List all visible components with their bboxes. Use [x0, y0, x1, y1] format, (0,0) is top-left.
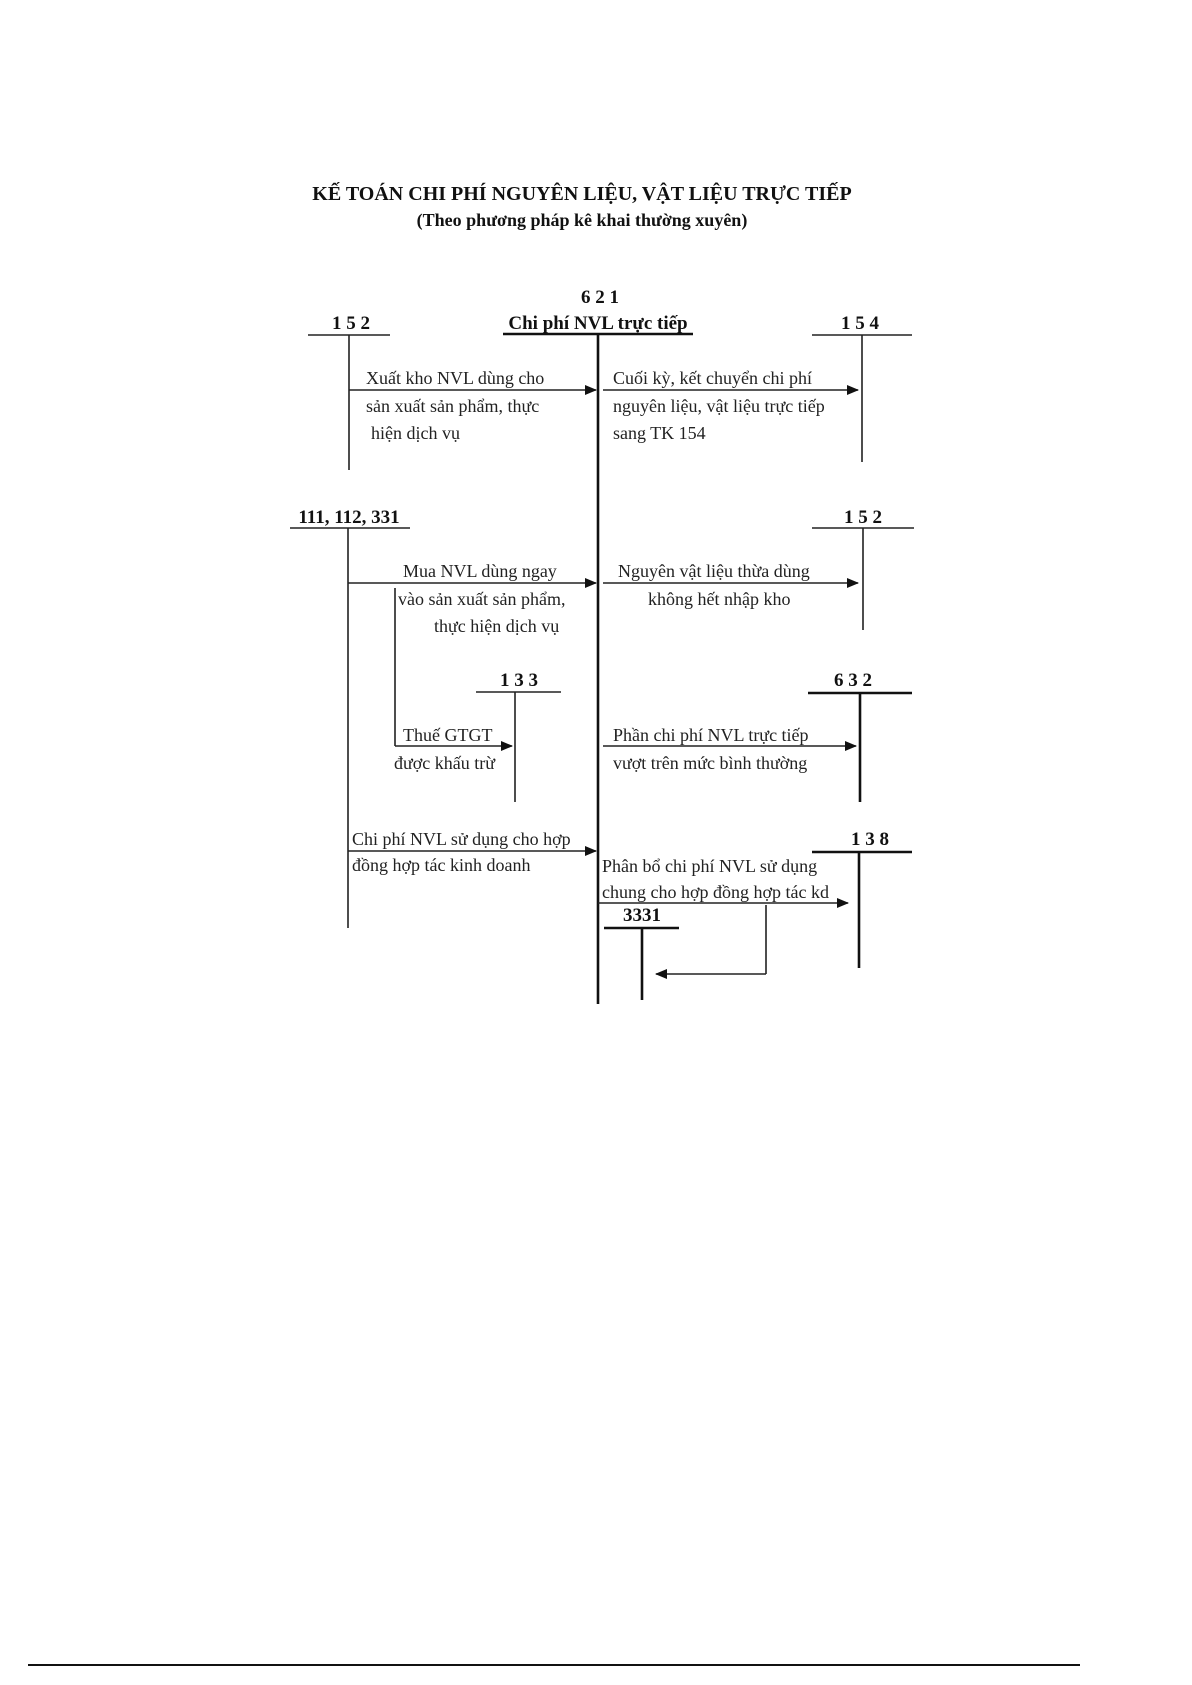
flow-mua-nvl-line1: Mua NVL dùng ngay: [403, 561, 557, 581]
account-621-name: Chi phí NVL trực tiếp: [508, 313, 687, 334]
flow-thua-nhap-kho-line2: không hết nhập kho: [648, 589, 790, 609]
diagram-title: KẾ TOÁN CHI PHÍ NGUYÊN LIỆU, VẬT LIỆU TR…: [312, 181, 851, 205]
flow-vuot-muc-line2: vượt trên mức bình thường: [613, 753, 807, 773]
flow-xuat-kho-line2: sản xuất sản phẩm, thực: [366, 396, 539, 416]
flow-hop-dong-line1: Chi phí NVL sử dụng cho hợp: [352, 829, 571, 849]
flow-thue-gtgt-line1: Thuế GTGT: [403, 725, 492, 745]
flow-ket-chuyen-line3: sang TK 154: [613, 423, 706, 443]
account-3331-label: 3331: [623, 905, 661, 926]
account-152-right-label: 1 5 2: [844, 507, 882, 528]
account-154-label: 1 5 4: [841, 313, 880, 334]
flow-ket-chuyen-line2: nguyên liệu, vật liệu trực tiếp: [613, 396, 825, 416]
flow-mua-nvl-line2: vào sản xuất sản phẩm,: [398, 589, 565, 609]
flow-xuat-kho-line1: Xuất kho NVL dùng cho: [366, 368, 544, 388]
flow-phan-bo-line1: Phân bổ chi phí NVL sử dụng: [602, 856, 817, 876]
flow-vuot-muc-line1: Phần chi phí NVL trực tiếp: [613, 725, 809, 745]
flow-thua-nhap-kho-line1: Nguyên vật liệu thừa dùng: [618, 561, 810, 581]
account-111-112-331-label: 111, 112, 331: [298, 507, 399, 528]
account-632-label: 6 3 2: [834, 670, 872, 691]
account-133-label: 1 3 3: [500, 670, 538, 691]
page-bottom-rule: [28, 1664, 1080, 1666]
diagram-subtitle: (Theo phương pháp kê khai thường xuyên): [417, 210, 748, 231]
flow-mua-nvl-line3: thực hiện dịch vụ: [434, 616, 559, 636]
account-621-number: 6 2 1: [581, 287, 619, 308]
flow-xuat-kho-line3: hiện dịch vụ: [371, 423, 460, 443]
account-138-label: 1 3 8: [851, 829, 889, 850]
flow-phan-bo-line2: chung cho hợp đồng hợp tác kd: [602, 882, 829, 902]
flow-ket-chuyen-line1: Cuối kỳ, kết chuyển chi phí: [613, 368, 812, 388]
account-152-left-label: 1 5 2: [332, 313, 370, 334]
flow-hop-dong-line2: đồng hợp tác kinh doanh: [352, 855, 531, 875]
flow-thue-gtgt-line2: được khấu trừ: [394, 753, 496, 773]
